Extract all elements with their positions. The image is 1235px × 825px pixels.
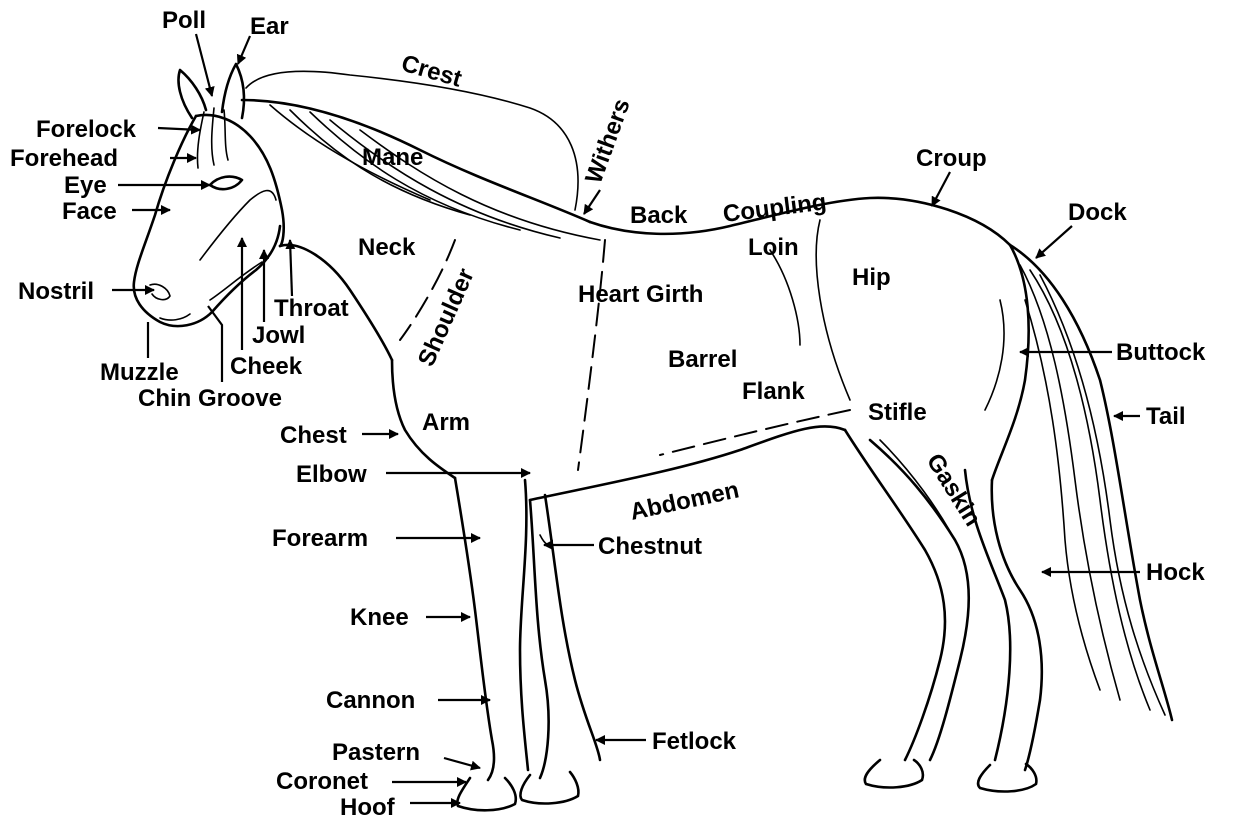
dock-pointer [1036, 226, 1072, 258]
label-loin: Loin [748, 234, 799, 261]
label-chestnut: Chestnut [598, 533, 702, 560]
label-withers: Withers [580, 95, 635, 187]
label-fetlock: Fetlock [652, 728, 737, 755]
hind-leg-near-drawing [845, 430, 945, 760]
croup-pointer [932, 172, 950, 206]
label-hock: Hock [1146, 559, 1205, 586]
label-eye: Eye [64, 172, 107, 199]
label-chin-groove: Chin Groove [138, 385, 282, 412]
label-croup: Croup [916, 145, 987, 172]
label-elbow: Elbow [296, 461, 367, 488]
hind-leg-far-drawing [992, 480, 1042, 770]
label-forelock: Forelock [36, 116, 137, 143]
front-hoof-far-drawing [520, 772, 578, 803]
label-shoulder: Shoulder [413, 264, 480, 370]
front-hoof-near-drawing [457, 778, 516, 810]
hindquarter-drawing [992, 245, 1029, 480]
eye-drawing [210, 177, 242, 190]
label-mane: Mane [362, 144, 423, 171]
poll-pointer [196, 34, 212, 96]
label-buttock: Buttock [1116, 339, 1206, 366]
label-cannon: Cannon [326, 687, 415, 714]
forelock-pointer [158, 128, 200, 130]
hind-hoof-near-drawing [865, 760, 923, 787]
ear-left-drawing [179, 70, 207, 118]
label-gaskin: Gaskin [921, 449, 986, 531]
label-hip: Hip [852, 264, 891, 291]
label-jowl: Jowl [252, 322, 305, 349]
label-hoof: Hoof [340, 794, 396, 821]
label-coronet: Coronet [276, 768, 368, 795]
label-throat: Throat [274, 295, 349, 322]
label-forearm: Forearm [272, 525, 368, 552]
front-leg-far-drawing [545, 495, 600, 760]
label-flank: Flank [742, 378, 805, 405]
ear-pointer [238, 36, 250, 64]
label-neck: Neck [358, 234, 416, 261]
label-back: Back [630, 202, 688, 229]
chin-groove-pointer [208, 306, 222, 382]
label-muzzle: Muzzle [100, 359, 179, 386]
tail-drawing [1010, 245, 1172, 720]
label-dock: Dock [1068, 199, 1127, 226]
label-knee: Knee [350, 604, 409, 631]
label-poll: Poll [162, 7, 206, 34]
label-coupling: Coupling [721, 188, 827, 227]
front-leg-near-drawing [455, 478, 494, 780]
label-cheek: Cheek [230, 353, 303, 380]
label-heart-girth: Heart Girth [578, 281, 703, 308]
label-face: Face [62, 198, 117, 225]
withers-pointer [584, 190, 600, 214]
label-barrel: Barrel [668, 346, 737, 373]
label-forehead: Forehead [10, 145, 118, 172]
ear-right-drawing [222, 64, 244, 118]
hind-hoof-far-drawing [978, 764, 1036, 791]
label-chest: Chest [280, 422, 347, 449]
label-tail: Tail [1146, 403, 1186, 430]
pastern-pointer [444, 758, 480, 768]
label-stifle: Stifle [868, 399, 927, 426]
label-ear: Ear [250, 13, 289, 40]
throat-pointer [290, 240, 292, 296]
label-pastern: Pastern [332, 739, 420, 766]
label-abdomen: Abdomen [628, 476, 742, 525]
label-arm: Arm [422, 409, 470, 436]
label-nostril: Nostril [18, 278, 94, 305]
